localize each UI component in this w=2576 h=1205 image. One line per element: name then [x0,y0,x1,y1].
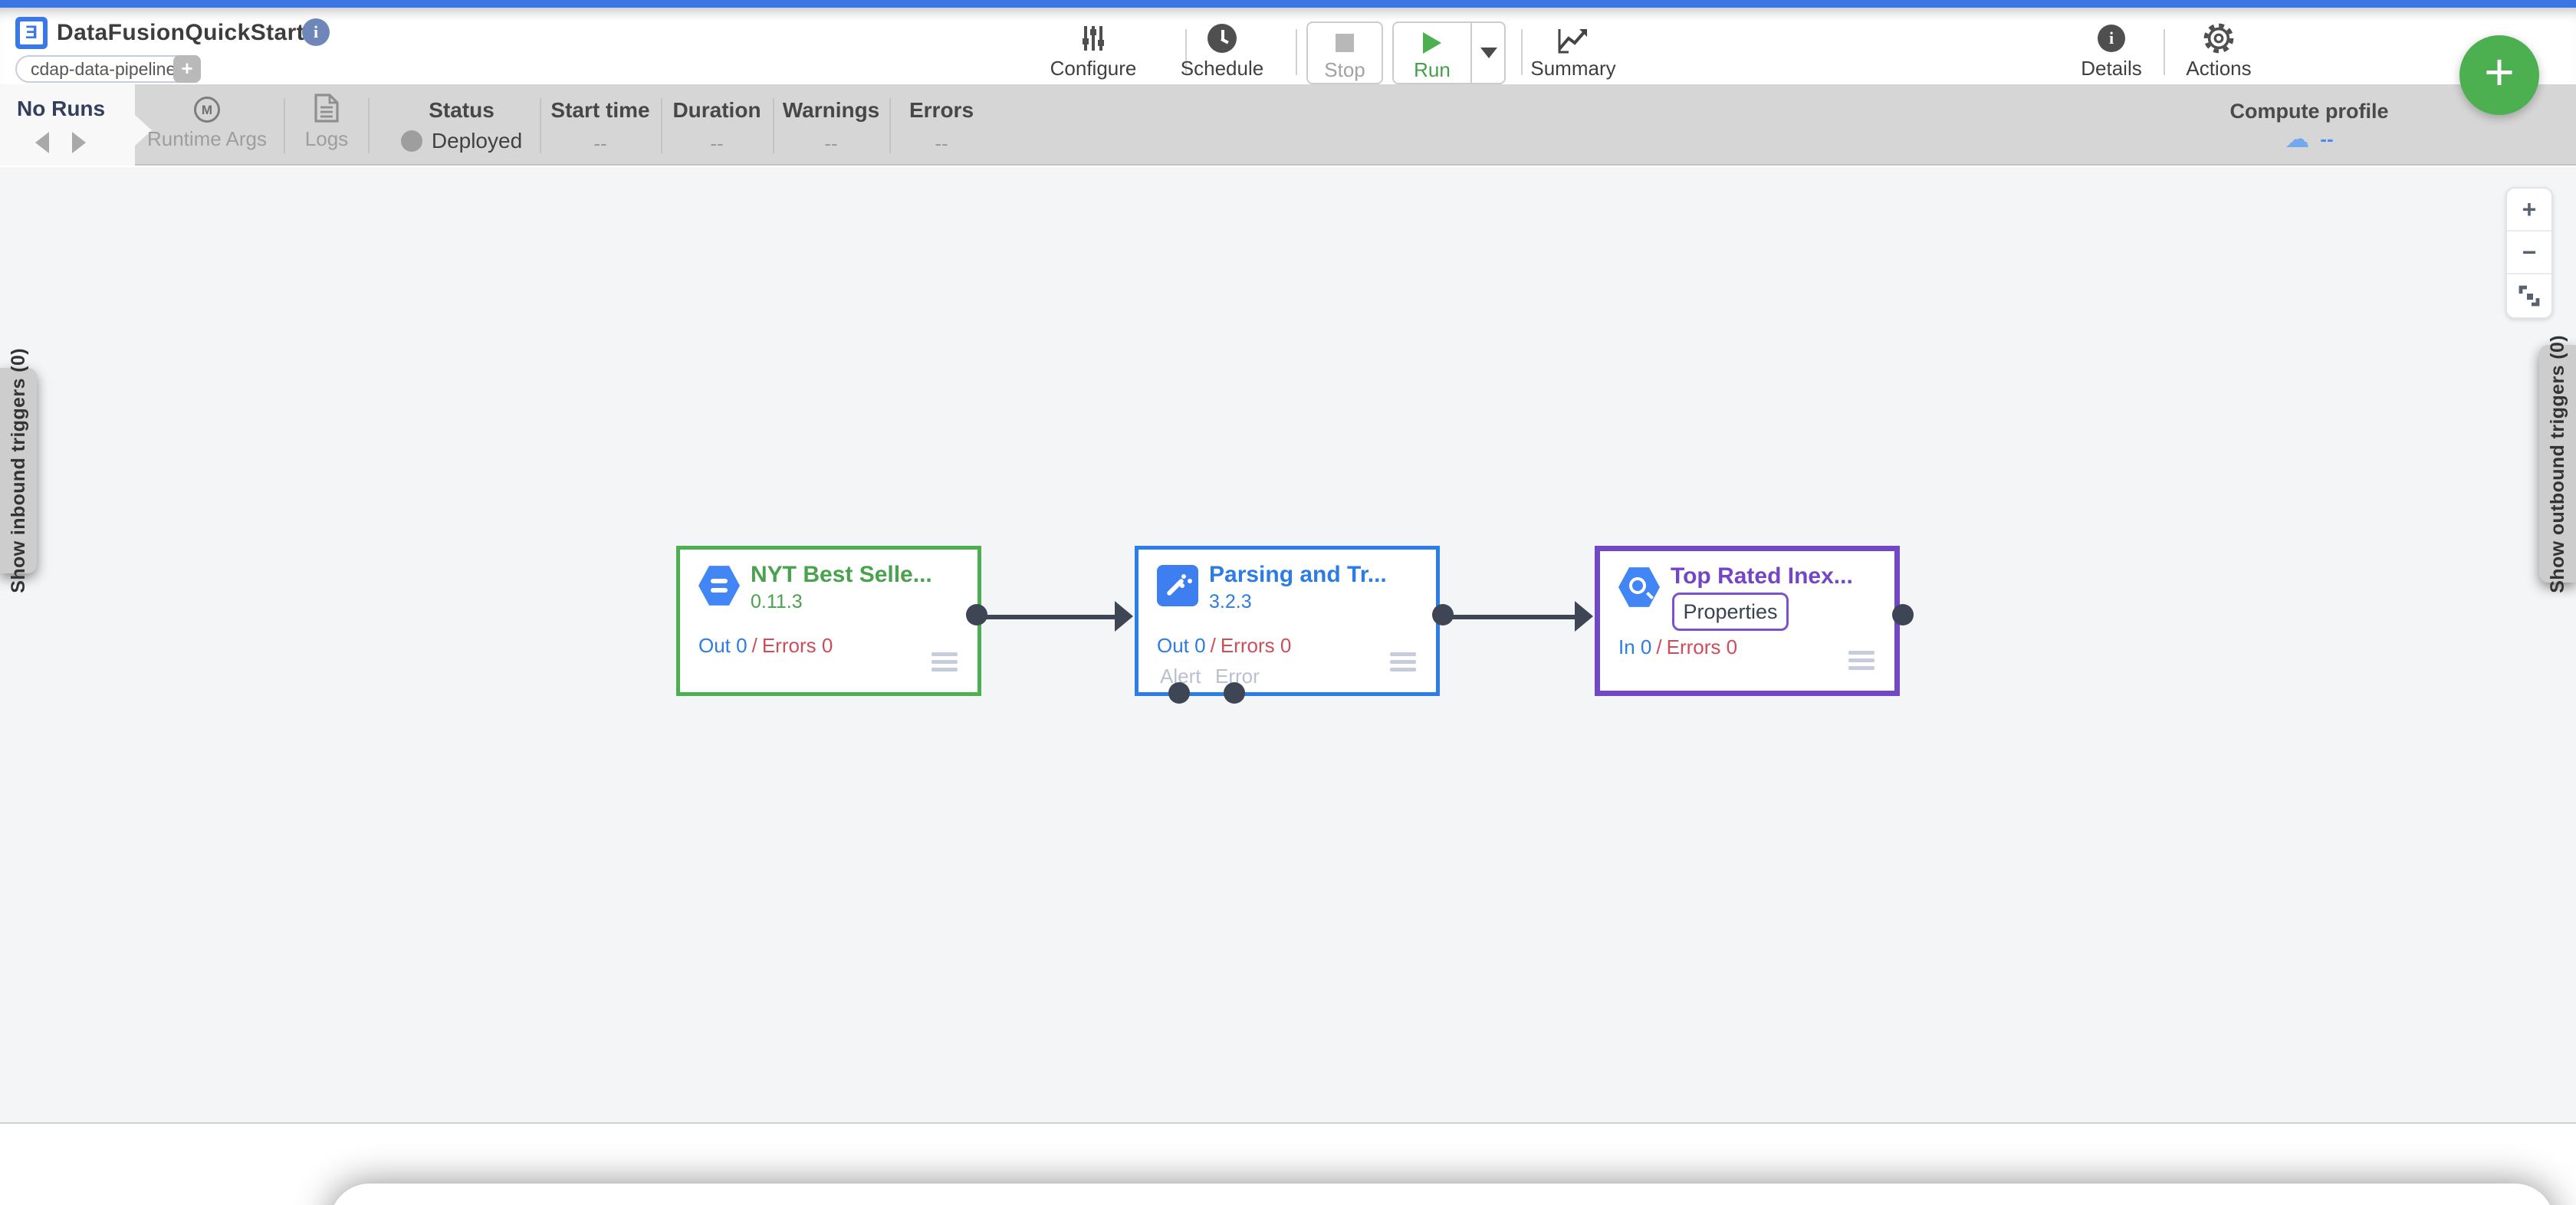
details-info-icon: i [2050,21,2173,55]
toolbar-divider [1185,29,1187,75]
pipeline-node-source[interactable]: NYT Best Selle... 0.11.3 Out 0/Errors 0 [676,546,981,696]
runs-tab-notch [135,115,152,146]
edge-source-to-transform [984,615,1116,619]
runtime-args-icon: M [146,84,268,124]
warnings-column: Warnings -- [782,98,880,155]
cloud-icon: ☁ [2285,124,2310,153]
no-runs-label: No Runs [17,97,106,120]
run-button[interactable]: Run [1394,23,1470,82]
stop-button[interactable]: Stop [1306,21,1383,84]
status-column: Status Deployed [383,84,540,166]
edge-arrowhead-icon [1575,601,1593,632]
runtime-args-button[interactable]: M Runtime Args [146,84,268,166]
run-options-dropdown[interactable] [1470,23,1506,83]
node-metrics: Out 0/Errors 0 [698,634,833,657]
add-tag-button[interactable]: + [173,55,201,83]
details-button[interactable]: i Details [2050,21,2173,86]
pipeline-canvas[interactable]: + − NYT Best Selle... 0.11.3 Out 0/Error… [0,167,2576,1124]
runs-bar-divider [661,98,662,153]
toolbar-divider [2164,29,2165,75]
node-menu-icon[interactable] [1390,652,1416,675]
runs-bar-divider [368,98,370,153]
next-run-button[interactable] [72,132,86,153]
schedule-clock-icon [1161,21,1283,55]
pipeline-node-transform[interactable]: Parsing and Tr... 3.2.3 Out 0/Errors 0 A… [1135,546,1440,696]
pipeline-title: DataFusionQuickStart [57,20,305,45]
gcs-source-plugin-icon [698,565,740,606]
node-metrics: In 0/Errors 0 [1618,635,1738,658]
wrangler-transform-plugin-icon [1157,565,1198,606]
summary-button[interactable]: Summary [1512,21,1635,86]
stop-square-icon [1308,28,1382,58]
canvas-zoom-controls: + − [2505,187,2553,319]
runs-bar-divider [889,98,891,153]
start-time-column: Start time -- [550,98,650,155]
bigquery-sink-plugin-icon [1618,566,1660,608]
compute-profile-selector[interactable]: ☁ -- [2202,125,2417,153]
transform-output-port[interactable] [1432,604,1454,625]
actions-button[interactable]: Actions [2157,21,2280,86]
edge-transform-to-sink [1451,615,1576,619]
inbound-triggers-tab[interactable]: Show inbound triggers (0) [0,348,37,593]
configure-button[interactable]: Configure [1032,21,1155,86]
node-menu-icon[interactable] [1848,651,1875,674]
add-plugin-fab-button[interactable]: + [2459,35,2539,115]
transform-alert-port[interactable] [1168,682,1190,704]
outbound-triggers-tab[interactable]: Show outbound triggers (0) [2539,335,2576,593]
compute-profile-value: -- [2320,126,2334,150]
fit-to-screen-button[interactable] [2507,274,2551,317]
transform-error-port[interactable] [1224,682,1245,704]
bottom-panel-shadow [330,1184,2555,1205]
node-metrics: Out 0/Errors 0 [1157,634,1292,657]
pipeline-info-icon[interactable]: i [302,18,330,46]
runs-bar-divider [773,98,774,153]
runs-nav-tab: No Runs [0,84,135,166]
zoom-out-button[interactable]: − [2507,231,2551,274]
toolbar-divider [1521,29,1523,75]
cdap-logo-icon: E [15,17,48,49]
logs-document-icon [288,84,365,124]
status-value: Deployed [431,129,523,153]
header-toolbar: E DataFusionQuickStart i cdap-data-pipel… [0,8,2576,84]
duration-column: Duration -- [672,98,761,155]
logs-button[interactable]: Logs [288,84,365,166]
source-output-port[interactable] [966,604,987,625]
schedule-button[interactable]: Schedule [1161,21,1283,86]
actions-gear-icon [2157,21,2280,55]
summary-chart-icon [1512,21,1635,55]
previous-run-button[interactable] [35,132,49,153]
status-dot-icon [400,130,422,152]
errors-column: Errors -- [909,98,974,155]
chevron-down-icon [1480,48,1497,58]
edge-arrowhead-icon [1115,601,1133,632]
pipeline-type-tag: cdap-data-pipeline [15,55,192,83]
compute-profile-section: Compute profile ☁ -- [2202,84,2417,153]
sink-output-port[interactable] [1892,604,1914,625]
runs-status-bar: No Runs M Runtime Args Logs Status [0,84,2576,166]
node-menu-icon[interactable] [932,652,958,675]
top-accent-strip [0,0,2576,8]
configure-sliders-icon [1032,21,1155,55]
runs-bar-divider [540,98,541,153]
zoom-in-button[interactable]: + [2507,189,2551,231]
toolbar-divider [1296,29,1297,75]
pipeline-node-sink[interactable]: Top Rated Inex... Properties In 0/Errors… [1595,546,1900,696]
run-button-group: Run [1392,21,1506,84]
runs-bar-divider [284,98,285,153]
node-properties-button[interactable]: Properties [1672,593,1789,631]
run-play-icon [1394,28,1470,58]
